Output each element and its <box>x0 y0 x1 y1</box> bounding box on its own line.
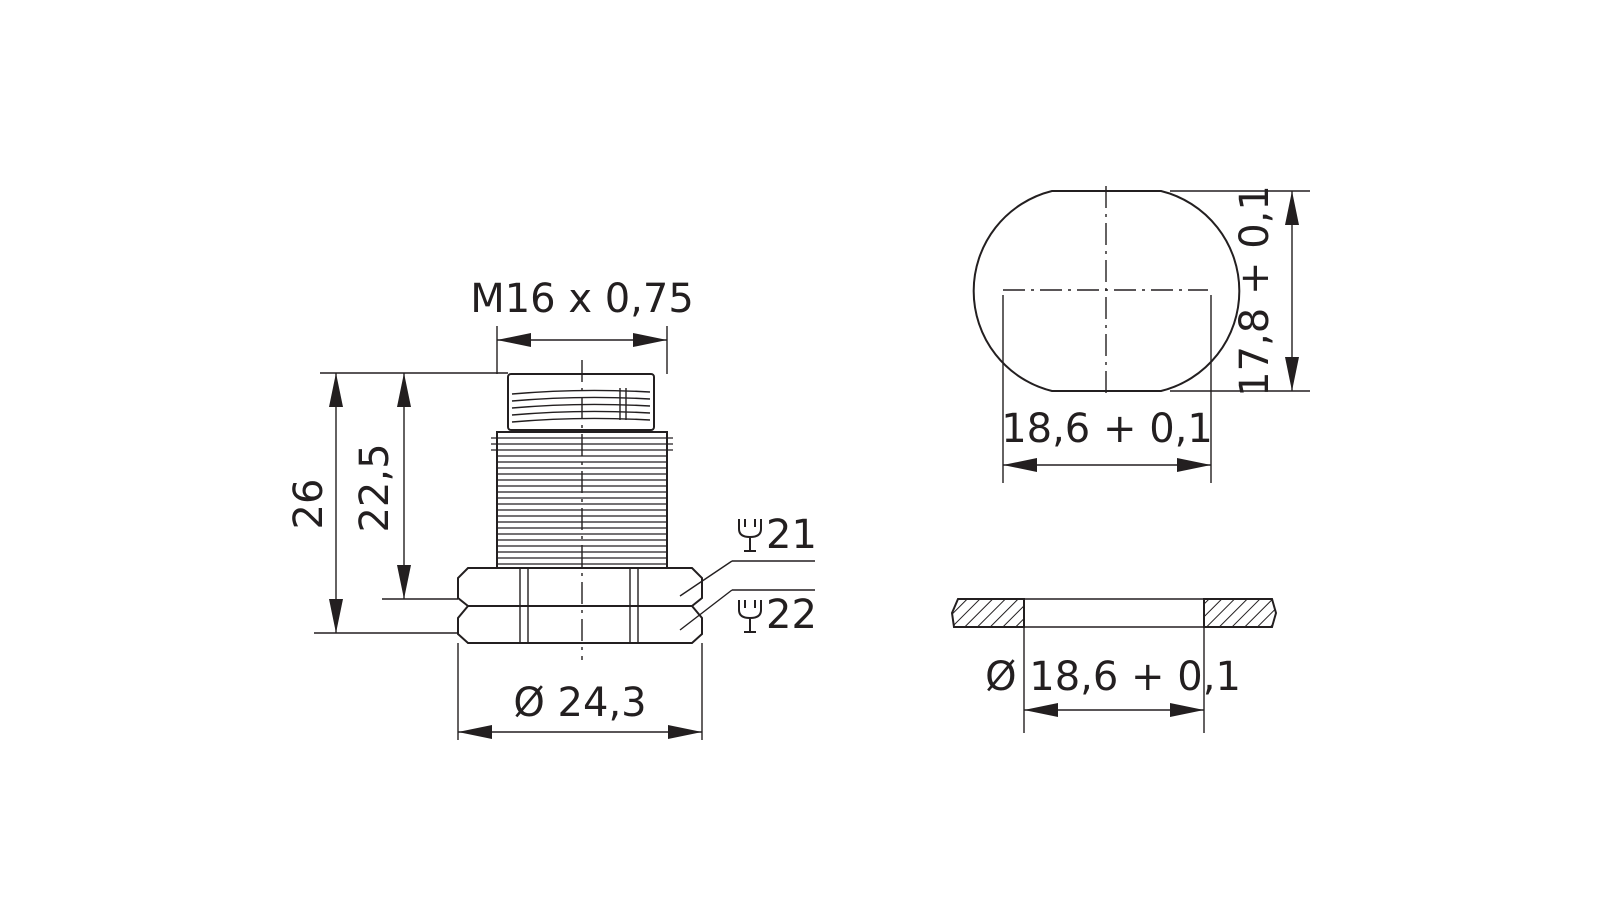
height-total-label: 26 <box>286 479 332 530</box>
connector-cap <box>507 373 655 431</box>
wrench-icon <box>738 600 762 633</box>
section-right-wall <box>1203 598 1278 628</box>
hex-nut-lower <box>457 605 703 644</box>
connector-side-view <box>457 360 703 660</box>
cutout-outline <box>972 190 1241 392</box>
hex-nut-upper <box>457 567 703 607</box>
cap-thread-lines <box>511 388 651 423</box>
cutout-section-view <box>950 598 1278 628</box>
hole-diameter-label: Ø 18,6 + 0,1 <box>985 654 1241 700</box>
height-thread-label: 22,5 <box>352 443 398 532</box>
cutout-width-label: 18,6 + 0,1 <box>1001 406 1213 452</box>
cutout-width-dimension: 18,6 + 0,1 <box>1001 295 1213 483</box>
height-dimensions: 26 22,5 <box>286 372 508 634</box>
cutout-height-label: 17,8 + 0,1 <box>1232 185 1278 397</box>
flange-diameter-label: Ø 24,3 <box>513 680 646 726</box>
cutout-height-dimension: 17,8 + 0,1 <box>1170 185 1310 397</box>
wrench-size-lower: 22 <box>766 592 817 638</box>
wrench-callouts: 21 22 <box>679 512 817 638</box>
wrench-size-upper: 21 <box>766 512 817 558</box>
section-left-wall <box>950 598 1025 628</box>
panel-cutout-view <box>972 186 1241 398</box>
hole-diameter-dimension: Ø 18,6 + 0,1 <box>985 627 1241 733</box>
wrench-icon <box>738 519 762 552</box>
thread-label: M16 x 0,75 <box>470 276 694 322</box>
flange-diameter-dimension: Ø 24,3 <box>457 643 703 740</box>
thread-dimension: M16 x 0,75 <box>470 276 694 374</box>
